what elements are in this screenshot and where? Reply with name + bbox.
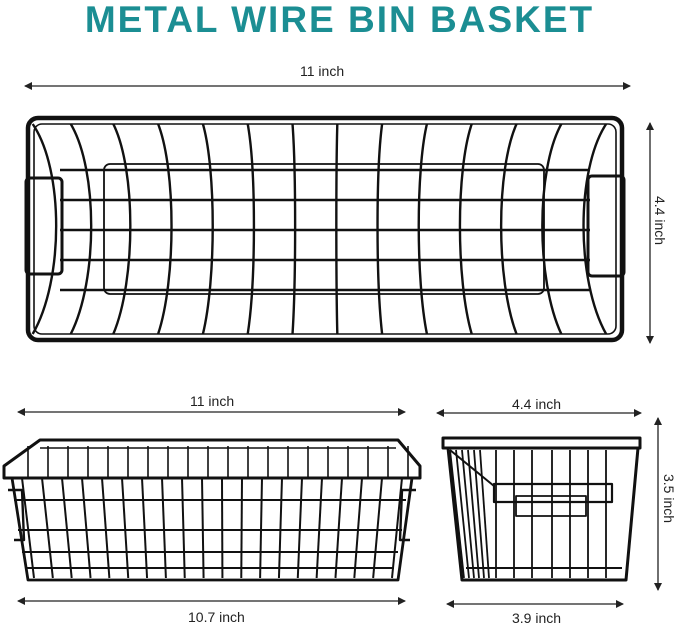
top-wire-rib [201, 123, 214, 335]
front-vertical-wire [259, 477, 263, 579]
front-vertical-wire [201, 477, 205, 579]
front-left-handle [8, 488, 26, 542]
side-view-basket [441, 436, 642, 582]
top-wire-rib [458, 123, 473, 335]
front-vertical-wire [21, 477, 35, 579]
top-wire-rib [499, 123, 518, 335]
side-body-outline [446, 447, 640, 582]
side-left-wire [473, 449, 485, 579]
front-vertical-wire [372, 477, 383, 579]
top-wire-rib [582, 123, 608, 335]
front-vertical-wire [277, 477, 283, 579]
side-top-rim [441, 436, 642, 450]
side-handle [492, 482, 614, 504]
front-vertical-wire [391, 477, 403, 579]
side-height-label: 3.5 inch [661, 474, 677, 524]
front-view-basket [2, 438, 422, 582]
front-vertical-wire [141, 477, 149, 579]
top-wire-rib [69, 123, 93, 335]
top-view-basket [24, 115, 626, 343]
front-top-length-label: 11 inch [190, 393, 235, 409]
dimension-arrows [17, 82, 662, 608]
side-top-width-label: 4.4 inch [512, 396, 562, 412]
top-wire-rib [246, 123, 256, 335]
top-wire-rib [291, 123, 297, 335]
side-left-wire [461, 449, 475, 579]
page-title: METAL WIRE BIN BASKET [84, 0, 595, 40]
front-vertical-wire [101, 477, 111, 579]
front-vertical-wire [81, 477, 92, 579]
front-bottom-length-label: 10.7 inch [188, 609, 245, 625]
side-bottom-width-label: 3.9 inch [512, 610, 562, 626]
top-left-handle [24, 176, 64, 276]
top-wire-rib [541, 123, 563, 335]
front-vertical-wire [353, 477, 363, 579]
top-wire-rib [156, 123, 173, 335]
top-right-handle [586, 174, 626, 278]
front-vertical-wire [121, 477, 130, 579]
side-handle-inner [515, 495, 587, 517]
front-vertical-wire [315, 477, 323, 579]
top-wire-rib [376, 123, 384, 335]
front-vertical-wire [161, 477, 167, 579]
top-wire-rib [335, 123, 339, 335]
front-vertical-wire [296, 477, 303, 579]
top-wire-rib [112, 123, 132, 335]
top-floor-outline [103, 163, 545, 295]
front-vertical-wire [181, 477, 186, 579]
side-left-wire [479, 449, 490, 579]
front-vertical-wire [334, 477, 343, 579]
front-vertical-wire [240, 477, 243, 579]
side-left-wire [467, 449, 480, 579]
top-wire-rib [417, 123, 429, 335]
front-vertical-wire [41, 477, 54, 579]
side-left-wire [455, 449, 470, 579]
top-length-label: 11 inch [300, 63, 345, 79]
front-vertical-wire [61, 477, 73, 579]
front-right-handle [398, 488, 416, 542]
side-strut [449, 449, 495, 487]
top-wire-rib [31, 123, 58, 335]
side-left-wire [449, 449, 465, 579]
top-width-label: 4.4 inch [652, 196, 668, 246]
front-top-rim [2, 438, 422, 480]
